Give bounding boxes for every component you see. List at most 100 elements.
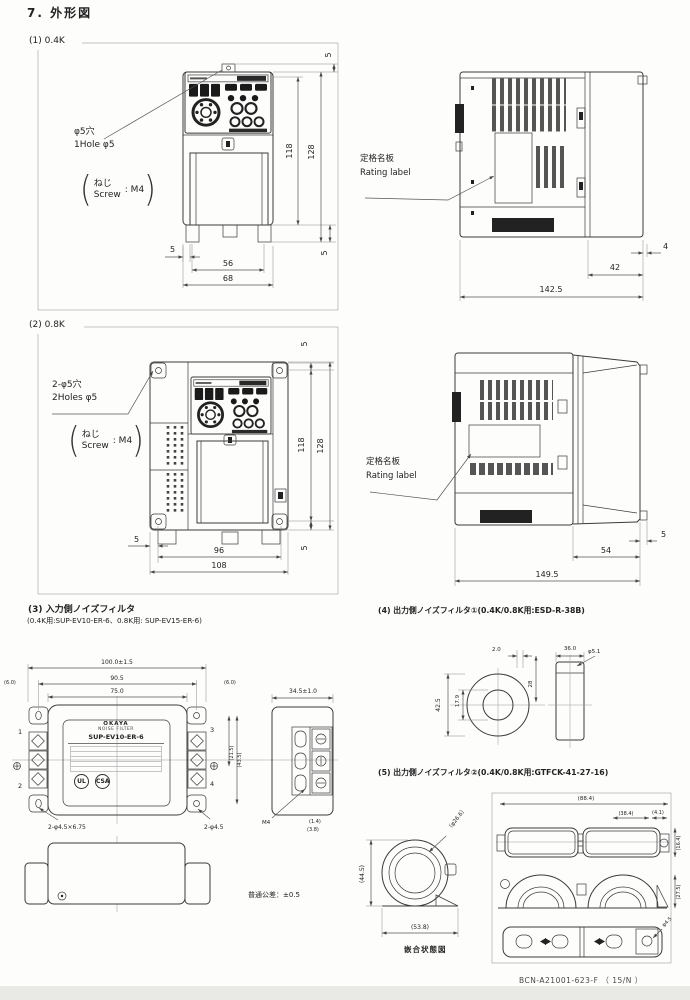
output-filter2-open-views: (88.4) (38.4) (4.1) (16.4) (27.5) φ4.5 (491, 792, 682, 964)
rating-note-04k: 定格名板 Rating label (360, 152, 411, 180)
dim-08k-h128: 128 (316, 438, 325, 453)
rating-note-08k: 定格名板 Rating label (366, 455, 417, 483)
filter-model: SUP-EV10-ER-6 (88, 733, 144, 741)
output-filter2-closed-view: 〔φ26.6〕 (44.5) (53.8) (359, 806, 468, 937)
hole-note-08k-jp: 2-φ5穴 (52, 380, 82, 390)
filter-brand: OKAYA (103, 721, 129, 727)
dim-filter-sd2: (3.8) (307, 827, 319, 833)
nameplate-divider (68, 743, 164, 744)
dim-08k-w96: 96 (214, 546, 224, 555)
dim-08k-w108: 108 (211, 561, 226, 570)
dim-filter-w75: 75.0 (110, 688, 124, 695)
document-number: BCN-A21001-623-F （ 15/N ） (519, 976, 643, 985)
dim-08k-depth: 149.5 (536, 570, 559, 579)
section2-frame (37, 326, 339, 595)
terminal-2-label: 2 (18, 782, 22, 790)
dim-clamp-w: (53.8) (411, 924, 429, 931)
dim-08k-top: 5 (300, 341, 309, 346)
inverter-08k-side-view: 149.5 54 5 (369, 352, 666, 586)
dim-filter-r1: (21.5) (229, 745, 235, 760)
screw-size: : M4 (112, 436, 133, 446)
input-filter-side-view: 34.5±1.0 M4 (1.4) (3.8) (262, 688, 334, 833)
dim-04k-top: 5 (324, 52, 333, 57)
input-filter-bottom-view (24, 836, 211, 912)
dim-core-gap: 2.0 (492, 647, 501, 653)
dim-clamp-dia: 〔φ26.6〕 (446, 806, 468, 831)
hole-leader-line (103, 69, 223, 140)
dim-core-hole: φ5.1 (588, 649, 600, 655)
filter-type: NOISE FILTER (98, 727, 134, 732)
tolerance-note: 普通公差：±0.5 (248, 891, 300, 899)
filter-nameplate: OKAYA NOISE FILTER SUP-EV10-ER-6 UL CSA (64, 721, 168, 804)
dim-08k-left: 5 (134, 535, 139, 544)
input-filter-front-view: 100.0±1.5 90.5 75.0 (6.0) (6.0) 1 2 3 4 … (4, 659, 338, 831)
screw-jp: ねじ (93, 179, 112, 189)
rating-en: Rating label (360, 168, 411, 178)
dim-open-w3: (4.1) (652, 810, 664, 816)
screw-jp: ねじ (81, 430, 100, 440)
dim-open-w1: (88.4) (578, 796, 595, 802)
dim-open-hole: φ4.5 (661, 916, 673, 928)
rating-label-area-04k (494, 132, 533, 204)
section4-heading: (4) 出力側ノイズフィルタ①(0.4K/0.8K用:ESD-R-38B) (378, 606, 585, 615)
hole-note-08k: 2-φ5穴 2Holes φ5 (52, 379, 97, 405)
inverter-04k-side-view: 142.5 42 4 (364, 71, 668, 301)
terminal-4-label: 4 (210, 780, 214, 788)
dim-04k-d42: 42 (610, 263, 620, 272)
bracket-open: ( (68, 419, 80, 462)
ground-symbol-right (210, 762, 218, 770)
section1-frame (37, 42, 339, 311)
holes-leader-line (52, 370, 154, 415)
bracket-open: ( (80, 168, 92, 211)
rating-leader-line (364, 175, 495, 201)
hole-note-04k: φ5穴 1Hole φ5 (74, 126, 115, 152)
rating-label-area-08k (468, 424, 541, 458)
rating-jp: 定格名板 (360, 154, 395, 164)
dim-04k-w68: 68 (223, 274, 233, 283)
terminal-3-label: 3 (210, 726, 214, 734)
dim-filter-e-right: (6.0) (224, 680, 236, 686)
mount-hole-right-label: 2-φ4.5 (204, 824, 224, 831)
section3-heading: (3) 入力側ノイズフィルタ (28, 605, 136, 615)
ground-symbol-left (13, 762, 21, 770)
dim-04k-h128: 128 (307, 144, 316, 159)
dim-08k-bot: 5 (300, 545, 309, 550)
hole-note-04k-en: 1Hole φ5 (74, 140, 115, 150)
dim-open-w2: (38.4) (618, 811, 633, 817)
terminal-screw-label: M4 (262, 820, 271, 826)
dim-04k-left: 5 (170, 245, 175, 254)
dim-open-h1: (16.4) (676, 835, 682, 850)
dim-filter-sd1: (1.4) (309, 819, 321, 825)
dim-core-od: 42.5 (435, 698, 442, 712)
dim-filter-r2: (43.5) (237, 752, 243, 767)
rating-jp: 定格名板 (366, 457, 401, 467)
terminal-1-label: 1 (18, 728, 22, 736)
mating-state-caption: 嵌合状態図 (404, 945, 447, 954)
ul-mark-icon: UL (74, 774, 89, 789)
screw-size: : M4 (124, 185, 145, 195)
inverter-08k-front-view: 5 118 128 5 5 96 108 (52, 341, 334, 575)
hole-note-08k-en: 2Holes φ5 (52, 393, 98, 403)
dim-08k-h118: 118 (297, 437, 306, 452)
dim-filter-e-left: (6.0) (4, 680, 16, 686)
mount-hole-left-label: 2-φ4.5×6.75 (48, 824, 86, 831)
dim-filter-w90: 90.5 (110, 675, 124, 682)
screw-en: Screw (93, 190, 121, 200)
dim-04k-depth: 142.5 (540, 285, 563, 294)
dim-04k-d4: 4 (663, 242, 668, 251)
inverter-04k-front-view: 5 118 128 5 5 56 68 (103, 52, 338, 288)
dim-04k-h118: 118 (285, 143, 294, 158)
rating-leader-line-08k (369, 453, 472, 501)
dim-filter-depth: 34.5±1.0 (289, 688, 317, 695)
dim-04k-bot: 5 (320, 250, 329, 255)
dim-08k-d5: 5 (661, 530, 666, 539)
bracket-close: ) (144, 168, 156, 211)
section1-label: (1) 0.4K (26, 36, 68, 46)
dim-08k-d54: 54 (601, 546, 611, 555)
dim-04k-w56: 56 (223, 259, 233, 268)
dim-open-h2: (27.5) (676, 884, 682, 899)
dim-core-id: 17.9 (455, 694, 461, 707)
